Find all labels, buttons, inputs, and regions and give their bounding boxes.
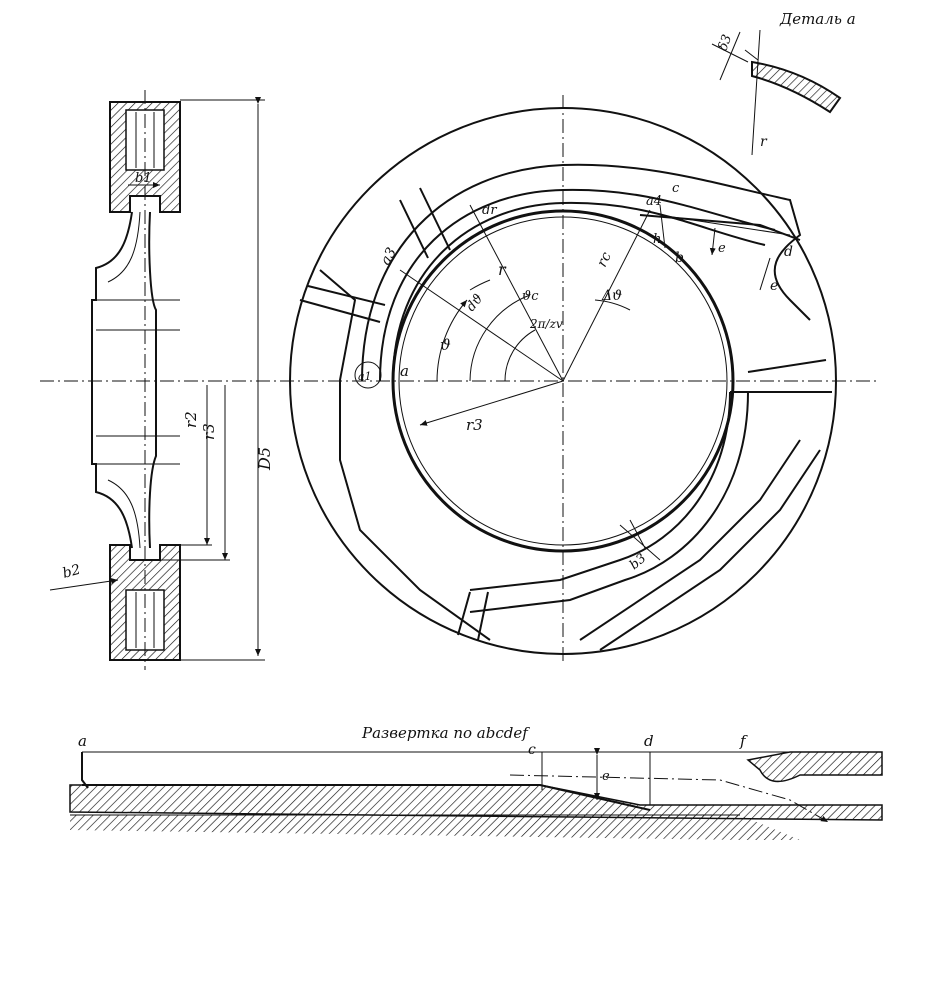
return-vane-3 bbox=[457, 591, 489, 641]
detail-delta-label: δ3 bbox=[716, 33, 736, 53]
unfold-d-label: d bbox=[644, 732, 654, 750]
point-d-label: d bbox=[784, 244, 793, 260]
radius-r-line bbox=[469, 204, 564, 382]
point-e-label: e bbox=[770, 278, 778, 294]
radius-a3-line bbox=[399, 269, 564, 382]
point-a-label: a bbox=[400, 362, 409, 380]
two-pi-label: 2π/zv bbox=[529, 317, 563, 331]
volute-spiral-wall bbox=[392, 201, 766, 382]
theta-c-label: ϑc bbox=[522, 289, 539, 304]
b3-marker bbox=[619, 519, 661, 561]
radius-rc-line bbox=[562, 209, 651, 382]
return-channel-left bbox=[319, 269, 491, 641]
delta-theta-label: Δϑ bbox=[601, 288, 622, 304]
a1-marker-circle bbox=[354, 361, 382, 389]
b2-dim-line bbox=[49, 578, 119, 591]
d5-ext-lines bbox=[180, 99, 265, 661]
detail-a-radius-line bbox=[751, 29, 761, 156]
dtheta-arc bbox=[469, 279, 491, 291]
point-h-label: h bbox=[653, 232, 661, 247]
side-section-view bbox=[40, 90, 330, 670]
point-b-label: b bbox=[675, 250, 684, 266]
volute-spiral-wall-2 bbox=[379, 188, 776, 382]
theta-arc bbox=[436, 299, 468, 382]
return-vane-2 bbox=[299, 285, 386, 323]
volute-outer-wall bbox=[361, 163, 811, 382]
detail-r-label: r bbox=[760, 134, 768, 150]
b3-label: b3 bbox=[627, 551, 649, 573]
unfold-ground bbox=[70, 815, 800, 840]
return-vane-4 bbox=[730, 359, 832, 393]
unfold-flow-line bbox=[509, 774, 829, 823]
developed-section-view bbox=[69, 748, 883, 840]
detail-a-wall bbox=[751, 60, 842, 114]
unfold-e-label: e bbox=[602, 769, 610, 784]
theta-label: ϑ bbox=[440, 336, 451, 354]
dtheta-label: dϑ bbox=[464, 291, 487, 314]
r3-main-label: r3 bbox=[466, 416, 483, 434]
unfold-right-wall bbox=[746, 751, 883, 783]
rc-label: rc bbox=[594, 250, 615, 270]
volute-plan-view bbox=[280, 95, 880, 665]
b-h-marker bbox=[659, 204, 666, 249]
unfold-c-label: c bbox=[528, 742, 536, 758]
return-channel-right bbox=[579, 439, 801, 641]
return-vane-1 bbox=[399, 187, 451, 259]
point-c-label: c bbox=[672, 181, 680, 196]
unfold-a-label: a bbox=[78, 732, 87, 750]
b1-label: b1 bbox=[135, 171, 152, 186]
r-main-label: r bbox=[498, 260, 507, 279]
delta-theta-arc bbox=[594, 299, 631, 311]
volute-lower-wall bbox=[469, 391, 731, 591]
detail-a-view bbox=[711, 29, 842, 156]
detail-a-ext-lines bbox=[711, 43, 759, 63]
a1-label: a1 bbox=[358, 370, 372, 383]
a4-label: a4 bbox=[646, 194, 662, 209]
radius-r3-line bbox=[419, 380, 564, 426]
dr-label: dr bbox=[482, 203, 497, 218]
impeller-circle-inner bbox=[398, 216, 728, 546]
d5-label: D5 bbox=[255, 447, 274, 471]
theta-c-arc bbox=[469, 294, 531, 382]
r3-label: r3 bbox=[200, 423, 218, 440]
a3-label: a3 bbox=[378, 245, 401, 268]
detail-a-title: Деталь a bbox=[779, 10, 856, 28]
e-dim-label: e bbox=[718, 241, 726, 256]
r2-label: r2 bbox=[182, 411, 200, 428]
b2-label: b2 bbox=[61, 562, 82, 582]
e-dim-line bbox=[659, 214, 791, 236]
unfold-f-label: f bbox=[739, 732, 748, 750]
detail-a-dim-line bbox=[719, 31, 741, 81]
unfold-title: Развертка по abcdef bbox=[361, 724, 530, 742]
two-pi-arc bbox=[504, 329, 536, 382]
